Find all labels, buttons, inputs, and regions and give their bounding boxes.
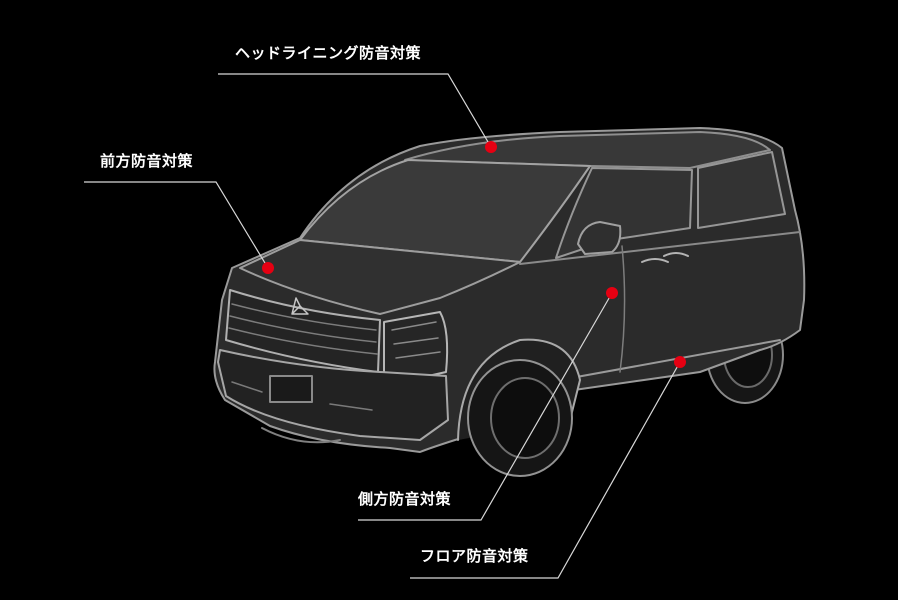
side-character-line — [519, 231, 801, 265]
markers — [262, 141, 686, 368]
door-seam — [619, 245, 626, 373]
callout-label-front: 前方防音対策 — [100, 152, 194, 170]
leader-lines — [84, 73, 681, 579]
side-sill — [559, 339, 781, 381]
callout-label-floor: フロア防音対策 — [420, 547, 529, 565]
roof — [404, 131, 771, 169]
front-bumper — [217, 349, 449, 441]
hood — [239, 239, 521, 315]
van-illustration — [213, 127, 806, 477]
door-handle-1 — [641, 258, 669, 263]
license-plate-area — [269, 375, 313, 403]
headlight-detail — [391, 321, 441, 359]
leader-line-side — [358, 292, 613, 521]
callout-label-side: 側方防音対策 — [358, 490, 452, 508]
leader-line-headlining — [218, 73, 492, 148]
front-lower-tire — [261, 427, 341, 444]
callout-label-headlining: ヘッドライニング防音対策 — [235, 44, 422, 62]
leader-line-front — [84, 181, 269, 269]
side-window-rear — [697, 151, 786, 229]
emblem — [291, 297, 309, 315]
marker-floor — [674, 356, 686, 368]
grille-slats — [228, 303, 378, 355]
side-mirror — [577, 221, 622, 255]
door-handle-2 — [663, 252, 689, 257]
front-wheel — [467, 359, 573, 477]
marker-headlining — [485, 141, 497, 153]
marker-side — [606, 287, 618, 299]
bumper-detail — [231, 381, 373, 411]
headlight — [383, 311, 449, 381]
leader-line-floor — [410, 361, 681, 579]
marker-front — [262, 262, 274, 274]
